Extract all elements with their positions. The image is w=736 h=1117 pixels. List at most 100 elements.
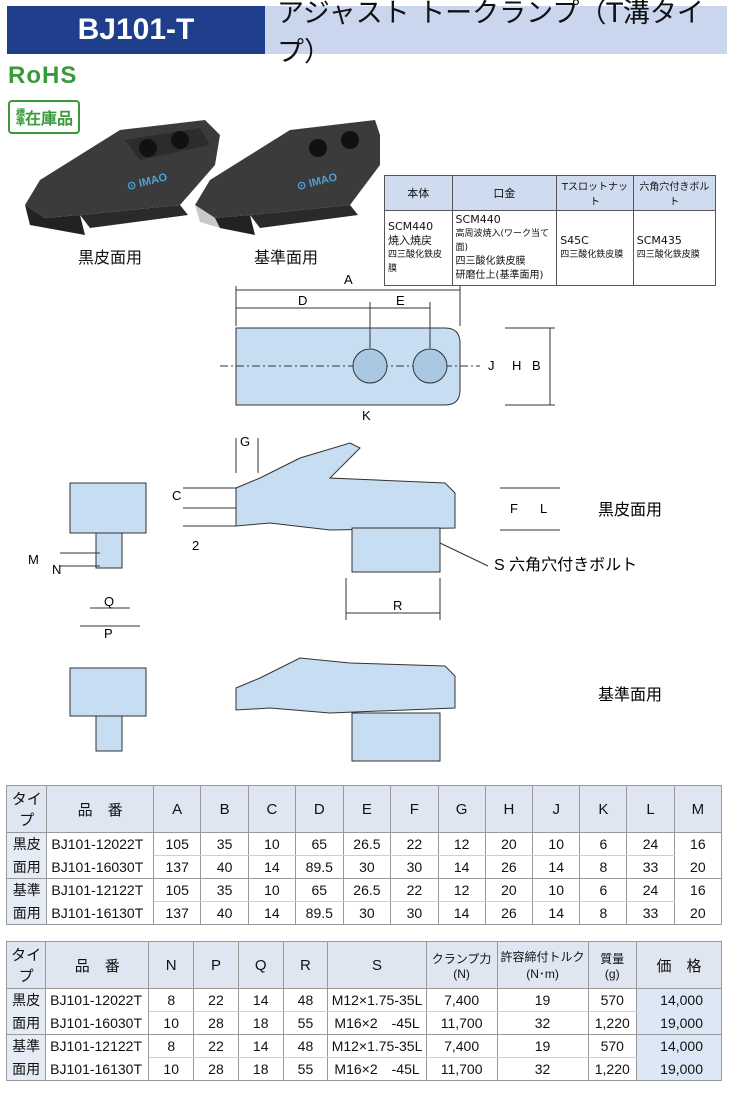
value-cell: 11,700 xyxy=(425,1057,498,1081)
t1-header-text: F xyxy=(409,800,419,818)
value-cell: 40 xyxy=(200,855,249,879)
t1-header-text: タイプ xyxy=(11,791,42,829)
value-cell: 16 xyxy=(673,878,723,902)
value-cell: 16 xyxy=(673,832,723,856)
product-name: アジャスト トークランプ（T溝タイプ） xyxy=(265,0,727,68)
t2-header-text: 質量 xyxy=(600,951,625,966)
model-cell: BJ101-16030T xyxy=(46,855,154,879)
value-cell: 26.5 xyxy=(342,832,392,856)
t2-header-text: S xyxy=(372,956,383,974)
stock-badge: 標準 在庫品 xyxy=(8,100,80,134)
value-cell: M16×2 -45L xyxy=(327,1057,427,1081)
t2-header-text: Q xyxy=(254,956,267,974)
t1-header-cell: H xyxy=(484,785,534,833)
value-cell: 137 xyxy=(152,901,202,925)
value-cell: 10 xyxy=(148,1057,195,1081)
value-cell: M12×1.75-35L xyxy=(327,1034,427,1058)
mat-bolt-line: SCM435 xyxy=(636,234,682,247)
t1-header-cell: D xyxy=(295,785,344,833)
value-cell: 40 xyxy=(200,901,249,925)
value-cell: 48 xyxy=(282,1034,329,1058)
value-cell: 20 xyxy=(484,832,534,856)
t2-header-cell: R xyxy=(282,941,329,989)
value-cell: 48 xyxy=(282,988,329,1012)
type-cell: 面用 xyxy=(5,855,48,879)
t2-header-cell: クランプ力(N) xyxy=(425,941,498,989)
side-view-rough xyxy=(69,442,456,573)
t1-header-text: K xyxy=(598,800,609,818)
t1-header-cell: L xyxy=(626,785,675,833)
type-cell: 基準 xyxy=(5,878,48,902)
value-cell: 570 xyxy=(587,988,637,1012)
mat-bolt-line: 四三酸化鉄皮膜 xyxy=(636,250,700,260)
value-cell: 11,700 xyxy=(425,1011,498,1035)
t1-header-cell: M xyxy=(673,785,723,833)
t1-header-cell: 品 番 xyxy=(46,785,154,833)
t2-header-text: N xyxy=(165,956,177,974)
value-cell: 20 xyxy=(673,855,723,879)
mat-jaw-line: 四三酸化鉄皮膜 xyxy=(455,256,526,267)
model-cell: BJ101-12122T xyxy=(46,878,154,902)
value-cell: 19,000 xyxy=(635,1011,723,1035)
drawing-rough-label: 黒皮面用 xyxy=(598,501,662,519)
rohs-badge: RoHS xyxy=(8,62,78,89)
value-cell: 28 xyxy=(193,1011,239,1035)
mat-tslot-line: 四三酸化鉄皮膜 xyxy=(560,250,624,260)
t1-header-cell: タイプ xyxy=(5,785,48,833)
t2-header-cell: P xyxy=(193,941,239,989)
value-cell: 89.5 xyxy=(295,901,344,925)
mat-bolt: SCM435 四三酸化鉄皮膜 xyxy=(632,210,717,286)
t2-header-text: クランプ力 xyxy=(431,951,492,966)
dim-l-label: L xyxy=(540,501,547,516)
value-cell: 10 xyxy=(148,1011,195,1035)
value-cell: 14 xyxy=(437,901,486,925)
value-cell: 19 xyxy=(496,1034,589,1058)
model-cell: BJ101-16130T xyxy=(46,901,154,925)
t1-header-cell: F xyxy=(390,785,439,833)
value-cell: 19,000 xyxy=(635,1057,723,1081)
rough-surface-clamp-image: ⊙ IMAO xyxy=(25,120,220,235)
t1-header-text: B xyxy=(219,800,230,818)
stock-label: 在庫品 xyxy=(25,109,74,128)
value-cell: 14 xyxy=(247,901,297,925)
value-cell: 14,000 xyxy=(635,1034,723,1058)
t2-header-text: R xyxy=(300,956,311,974)
value-cell: 14 xyxy=(532,901,581,925)
value-cell: 26 xyxy=(484,855,534,879)
t1-header-cell: E xyxy=(342,785,392,833)
t2-header-text: (N) xyxy=(453,966,470,981)
t2-header-text: 価 格 xyxy=(656,957,702,975)
dim-j-label: J xyxy=(488,358,495,373)
t1-header-text: D xyxy=(313,800,325,818)
product-photos: ⊙ IMAO ⊙ IMAO xyxy=(25,120,380,235)
t1-header-text: A xyxy=(172,800,183,818)
value-cell: 32 xyxy=(496,1057,589,1081)
t2-header-cell: N xyxy=(148,941,195,989)
value-cell: 105 xyxy=(152,878,202,902)
model-cell: BJ101-12022T xyxy=(46,832,154,856)
type-cell: 面用 xyxy=(5,901,48,925)
mat-tslot: S45C 四三酸化鉄皮膜 xyxy=(556,210,634,286)
t2-header-cell: S xyxy=(327,941,427,989)
mat-header-jaw: 口金 xyxy=(451,175,558,211)
dim-g-label: G xyxy=(240,434,250,449)
t2-header-text: 品 番 xyxy=(74,957,120,975)
side-view-standard xyxy=(69,657,456,762)
mat-body-line: 四三酸化鉄皮膜 xyxy=(388,250,443,274)
value-cell: 33 xyxy=(626,855,675,879)
value-cell: 30 xyxy=(342,855,392,879)
t2-header-cell: Q xyxy=(237,941,284,989)
t1-header-text: E xyxy=(361,800,372,818)
materials-table: 本体 口金 Tスロットナット 六角穴付きボルト SCM440 焼入焼戻 四三酸化… xyxy=(384,175,717,286)
dim-a-label: A xyxy=(344,272,353,287)
value-cell: 30 xyxy=(390,855,439,879)
t1-header-text: C xyxy=(266,800,278,818)
value-cell: 33 xyxy=(626,901,675,925)
mat-jaw-line: 研磨仕上(基準面用) xyxy=(455,270,544,281)
type-cell: 面用 xyxy=(5,1011,47,1035)
